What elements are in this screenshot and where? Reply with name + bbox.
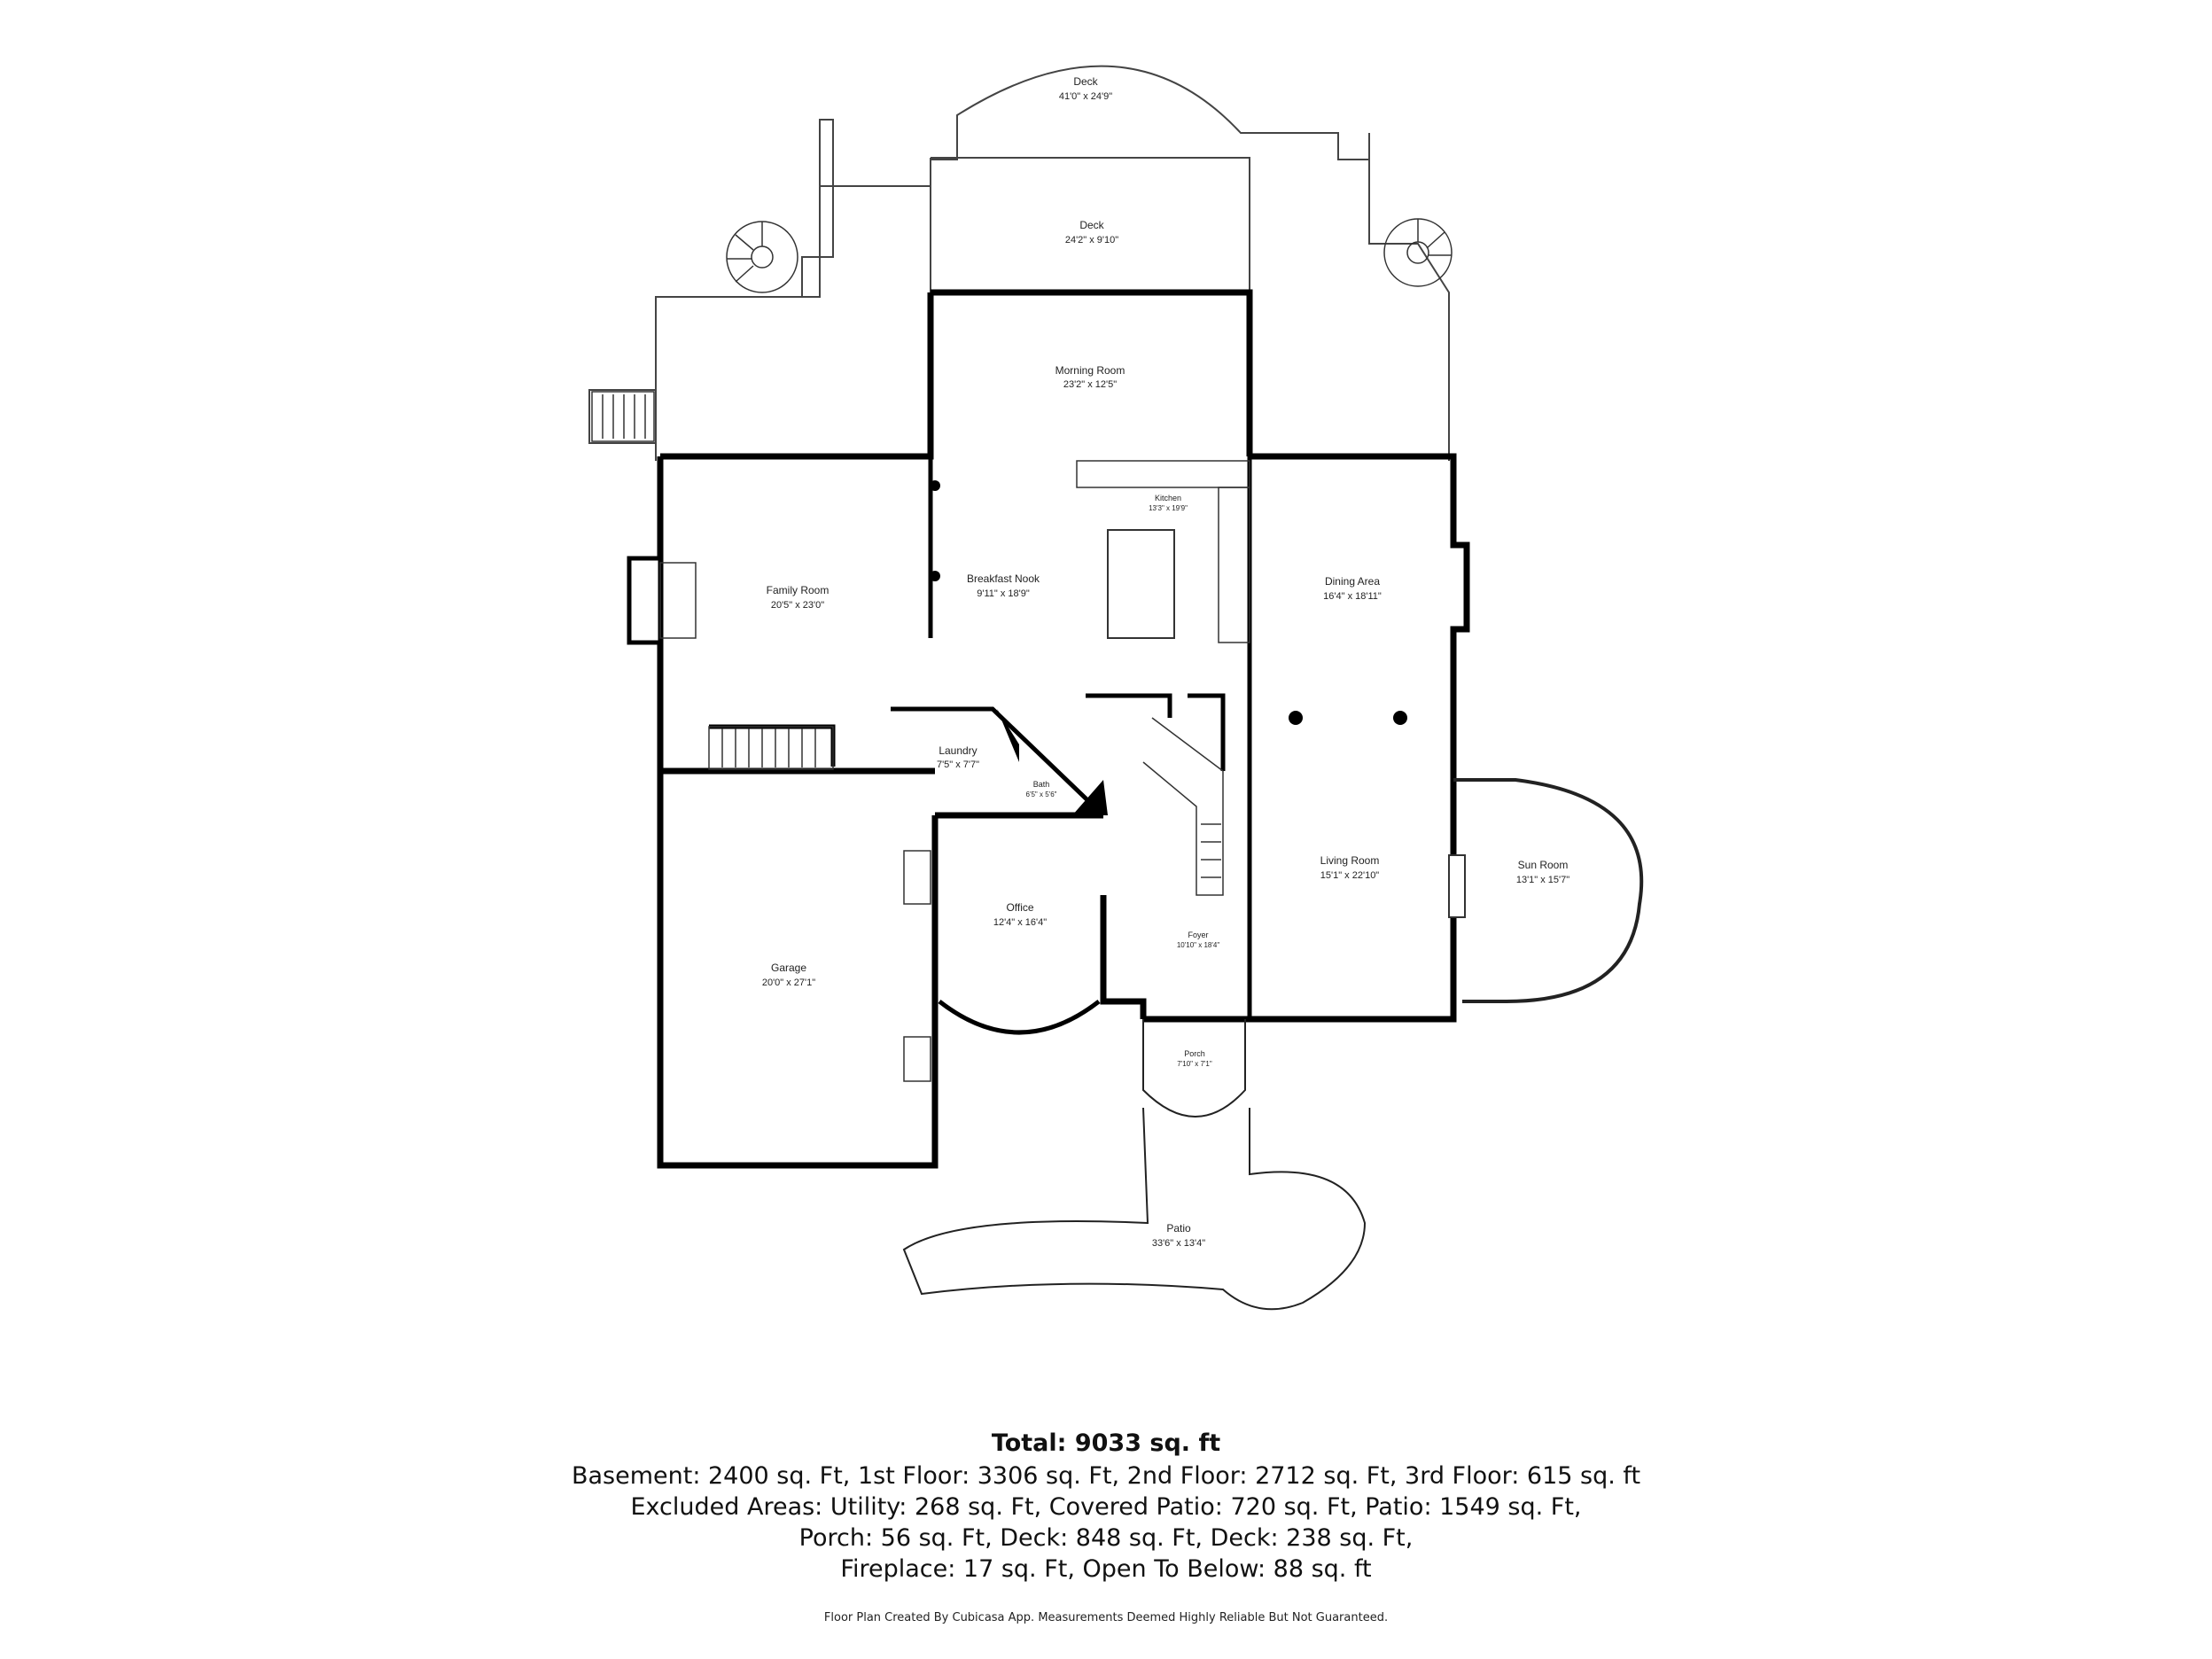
room-labels: Deck 41'0" x 24'9" Deck 24'2" x 9'10" Mo…: [762, 75, 1569, 1249]
room-dims-garage: 20'0" x 27'1": [762, 977, 815, 988]
interior-walls: [709, 456, 1252, 1019]
fireplace-hearth: [659, 562, 697, 639]
room-name-family-room: Family Room: [767, 584, 830, 596]
spiral-stair-right: [1383, 218, 1453, 287]
column: [1393, 711, 1407, 725]
column: [1289, 711, 1303, 725]
column: [930, 571, 940, 581]
room-name-kitchen: Kitchen: [1155, 494, 1181, 502]
total-area: Total: 9033 sq. ft: [991, 1429, 1221, 1457]
porch-outline: [1142, 1019, 1246, 1118]
sunroom-fireplace: [1448, 854, 1466, 918]
deck-stair: [591, 391, 655, 442]
room-name-porch: Porch: [1184, 1049, 1205, 1058]
room-dims-deck-mid: 24'2" x 9'10": [1065, 235, 1118, 245]
room-name-laundry: Laundry: [939, 744, 977, 757]
room-dims-living-room: 15'1" x 22'10": [1320, 870, 1380, 881]
room-dims-dining-area: 16'4" x 18'11": [1323, 591, 1382, 602]
kitchen-island: [1107, 529, 1175, 639]
excluded-areas-line-1: Excluded Areas: Utility: 268 sq. Ft, Cov…: [630, 1493, 1582, 1521]
garage-step: [903, 850, 931, 905]
spiral-stair-left: [726, 221, 798, 293]
kitchen-counter-right: [1218, 487, 1250, 643]
room-name-deck-top: Deck: [1073, 75, 1098, 88]
room-dims-breakfast-nook: 9'11" x 18'9": [977, 588, 1030, 599]
office-bay: [938, 1000, 1101, 1035]
room-dims-laundry: 7'5" x 7'7": [937, 759, 979, 770]
room-dims-porch: 7'10" x 7'1": [1177, 1060, 1212, 1068]
main-stair: [708, 717, 1224, 896]
room-dims-patio: 33'6" x 13'4": [1152, 1238, 1205, 1249]
room-name-morning-room: Morning Room: [1055, 364, 1125, 377]
column: [930, 480, 940, 491]
floor-areas-line: Basement: 2400 sq. Ft, 1st Floor: 3306 s…: [571, 1462, 1641, 1490]
room-dims-office: 12'4" x 16'4": [993, 917, 1047, 928]
excluded-areas-line-3: Fireplace: 17 sq. Ft, Open To Below: 88 …: [840, 1555, 1372, 1583]
kitchen-counter: [1076, 460, 1250, 488]
room-name-garage: Garage: [771, 962, 806, 974]
bath-wall-wedge: [997, 709, 1019, 762]
room-dims-kitchen: 13'3" x 19'9": [1149, 504, 1188, 512]
room-name-deck-mid: Deck: [1079, 219, 1104, 231]
room-dims-foyer: 10'10" x 18'4": [1177, 941, 1219, 949]
floor-plan: Deck 41'0" x 24'9" Deck 24'2" x 9'10" Mo…: [588, 65, 1644, 1311]
sun-room-wall: [1453, 778, 1644, 1003]
area-summary: Total: 9033 sq. ft Basement: 2400 sq. Ft…: [0, 1427, 2212, 1585]
garage-shelf: [903, 1036, 931, 1082]
patio-outline: [902, 1107, 1367, 1311]
room-name-foyer: Foyer: [1188, 931, 1208, 939]
room-name-office: Office: [1006, 901, 1033, 914]
room-dims-sun-room: 13'1" x 15'7": [1516, 875, 1569, 885]
fireplace: [627, 556, 663, 645]
room-name-dining-area: Dining Area: [1325, 575, 1380, 588]
room-dims-morning-room: 23'2" x 12'5": [1063, 379, 1117, 390]
room-name-bath: Bath: [1033, 780, 1050, 789]
room-name-living-room: Living Room: [1320, 854, 1380, 867]
room-name-breakfast-nook: Breakfast Nook: [967, 572, 1040, 585]
deck-outline: [588, 65, 1450, 461]
room-dims-deck-top: 41'0" x 24'9": [1059, 91, 1112, 102]
bath-wall-wedge2: [1072, 780, 1108, 815]
room-name-sun-room: Sun Room: [1518, 859, 1569, 871]
room-dims-bath: 6'5" x 5'6": [1026, 791, 1057, 798]
excluded-areas-line-2: Porch: 56 sq. Ft, Deck: 848 sq. Ft, Deck…: [798, 1524, 1414, 1552]
disclaimer: Floor Plan Created By Cubicasa App. Meas…: [823, 1611, 1389, 1624]
room-name-patio: Patio: [1166, 1222, 1191, 1235]
room-dims-family-room: 20'5" x 23'0": [771, 600, 824, 611]
